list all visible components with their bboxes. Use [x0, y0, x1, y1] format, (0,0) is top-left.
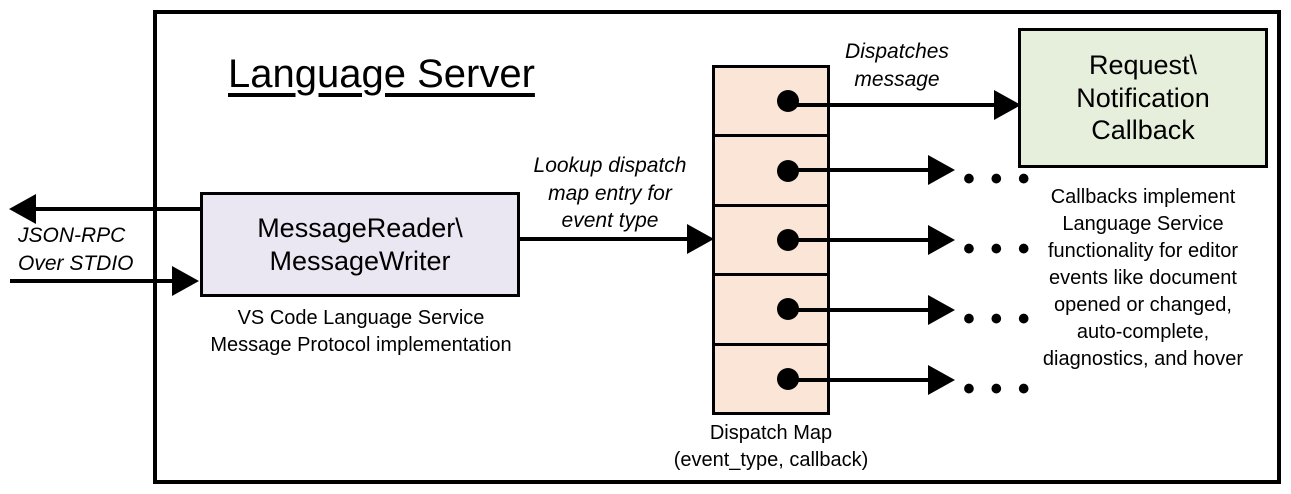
dispatch-label: Dispatches message [832, 38, 962, 93]
message-io-box[interactable]: MessageReader\ MessageWriter [200, 192, 520, 297]
transport-label-line2: Over STDIO [18, 251, 134, 275]
lookup-line [518, 237, 690, 241]
message-io-label: MessageReader\ MessageWriter [257, 212, 463, 278]
transport-out-line [36, 207, 206, 211]
lookup-label: Lookup dispatch map entry for event type [512, 152, 708, 235]
dispatch-map-caption-line1: Dispatch Map [709, 422, 833, 444]
dispatch-line-2 [780, 168, 935, 172]
dispatch-map-caption-line2: (event_type, callback) [673, 449, 869, 471]
callback-label-line1: Request\ [1088, 50, 1198, 81]
dispatch-line-5 [780, 378, 935, 382]
callback-caption-line7: diagnostics, and hover [1042, 348, 1244, 370]
transport-in-arrowhead [172, 266, 199, 296]
lookup-arrowhead [687, 224, 714, 254]
dispatch-label-line2: message [854, 67, 940, 91]
dispatch-label-line1: Dispatches [845, 40, 949, 63]
callback-box[interactable]: Request\ Notification Callback [1018, 28, 1268, 168]
transport-out-arrowhead [9, 194, 36, 224]
dispatch-entry-dot-icon [777, 90, 799, 113]
transport-label-line1: JSON-RPC [18, 224, 126, 247]
callback-caption-line2: Language Service [1062, 213, 1224, 235]
language-server-boundary [153, 10, 1281, 484]
dispatch-arrowhead-1 [994, 90, 1021, 120]
callback-caption-line5: opened or changed, [1054, 294, 1232, 316]
page-title: Language Server [228, 52, 535, 96]
lookup-label-line2: map entry for [548, 181, 672, 205]
dispatch-map-row[interactable] [715, 137, 827, 207]
callback-caption-line1: Callbacks implement [1050, 186, 1236, 208]
callback-label-line2: Notification [1076, 82, 1210, 113]
dispatch-arrowhead-5 [928, 365, 955, 395]
callback-caption-line6: auto-complete, [1076, 321, 1210, 343]
message-io-caption-line1: VS Code Language Service [237, 307, 485, 329]
callback-caption-line3: functionality for editor [1047, 240, 1239, 262]
callback-caption-line4: events like document [1049, 267, 1237, 289]
transport-label: JSON-RPC Over STDIO [18, 222, 158, 277]
dispatch-line-3 [780, 238, 935, 242]
message-io-label-line2: MessageWriter [269, 245, 451, 276]
dispatch-arrowhead-3 [928, 225, 955, 255]
message-io-caption: VS Code Language Service Message Protoco… [185, 305, 537, 359]
transport-in-line [10, 279, 175, 283]
callback-caption: Callbacks implement Language Service fun… [1008, 184, 1278, 373]
callback-label: Request\ Notification Callback [1076, 49, 1210, 146]
dispatch-arrowhead-2 [928, 155, 955, 185]
dispatch-line-1 [780, 103, 1003, 107]
lookup-label-line1: Lookup dispatch [533, 154, 687, 177]
message-io-label-line1: MessageReader\ [257, 212, 463, 243]
callback-label-line3: Callback [1091, 115, 1195, 146]
dispatch-map-caption: Dispatch Map (event_type, callback) [640, 420, 902, 474]
message-io-caption-line2: Message Protocol implementation [210, 334, 512, 356]
dispatch-ellipsis-5: • • • [963, 370, 1033, 408]
lookup-label-line3: event type [561, 209, 659, 233]
dispatch-line-4 [780, 308, 935, 312]
dispatch-arrowhead-4 [928, 295, 955, 325]
